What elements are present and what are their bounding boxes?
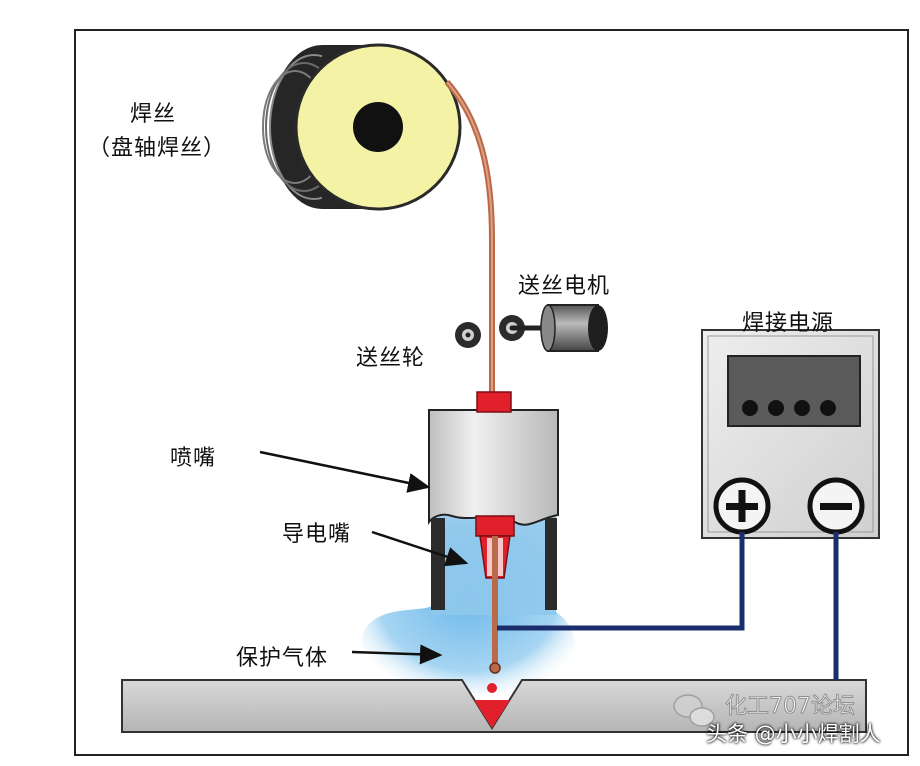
label-wire: 焊丝: [130, 102, 177, 127]
workpiece-plate: [121, 679, 867, 733]
label-power-source: 焊接电源: [742, 311, 835, 336]
spool-hub: [353, 102, 403, 152]
welding-nozzle: [428, 391, 559, 610]
weld-pool: [474, 700, 510, 728]
plus-symbol-text: +: [735, 490, 736, 491]
negative-terminal: [807, 477, 865, 535]
positive-terminal: [713, 477, 771, 535]
feed-motor: [540, 304, 608, 352]
molten-droplet: [487, 683, 497, 693]
label-feed-wheel: 送丝轮: [356, 346, 426, 371]
wechat-logo: [673, 694, 715, 727]
minus-symbol-text: −: [830, 490, 831, 491]
label-feed-motor: 送丝电机: [518, 274, 611, 299]
shield-gas-arrow: [351, 644, 443, 665]
watermark-forum: 化工707论坛: [725, 694, 856, 720]
label-wire-spool: （盘轴焊丝）: [88, 136, 227, 161]
positive-cable: [497, 532, 745, 631]
welding-wire-highlight: [446, 81, 493, 395]
contact-tip-arrow: [371, 530, 469, 567]
wire-tip: [489, 662, 501, 674]
watermark-credit: 头条 @小小焊割人: [706, 722, 881, 746]
label-nozzle: 喷嘴: [170, 446, 217, 471]
label-shield-gas: 保护气体: [236, 646, 329, 671]
wire-spool: [262, 43, 462, 211]
label-contact-tip: 导电嘴: [282, 522, 352, 547]
nozzle-arrow: [259, 450, 431, 493]
